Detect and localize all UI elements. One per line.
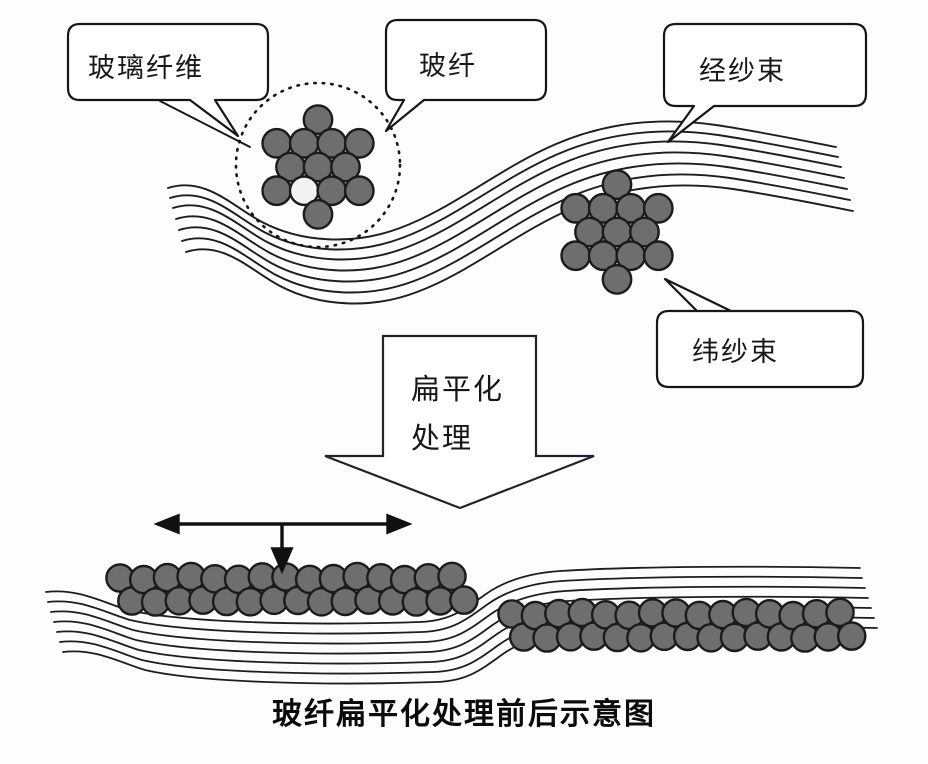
flattened-warp-bundle-fiber: [449, 585, 479, 615]
callout-glass-fiber-short[interactable]: 玻纤: [384, 18, 548, 133]
callout-warp-yarn-bundle-bubble: [662, 22, 868, 144]
figure-caption: 玻纤扁平化处理前后示意图: [272, 697, 656, 731]
warp-cross-section-magnified-fiber: [302, 104, 334, 136]
leader-glass-fiber: [159, 100, 251, 148]
magnifier-dotted-circle: [234, 81, 402, 249]
callout-weft-yarn-bundle-bubble: [655, 277, 865, 389]
callout-glass-fiber-label: 玻璃纤维: [88, 53, 204, 83]
fiber-cross-sections: [105, 104, 867, 653]
weft-cross-section-fiber: [601, 263, 633, 295]
warp-cross-section-magnified-fiber: [343, 175, 375, 207]
flattened-warp-bundle-fiber: [437, 561, 467, 592]
callout-warp-yarn-bundle[interactable]: 经纱束: [662, 22, 868, 144]
warp-cross-section-magnified-fiber: [302, 198, 334, 230]
weft-cross-section-fiber: [642, 240, 674, 272]
process-arrow-label-line2: 处理: [411, 422, 473, 455]
process-arrow-label-line1: 扁平化: [411, 373, 504, 406]
weft-cross-section-fiber: [601, 169, 633, 201]
weft-cross-section-fiber: [642, 192, 674, 224]
woven-warp-wave-top: [167, 120, 854, 305]
callout-leader-lines: [159, 100, 251, 148]
flattened-width-indicator: [153, 513, 413, 575]
callout-warp-yarn-bundle-label: 经纱束: [699, 56, 786, 86]
flattened-weft-bundle-fiber: [836, 621, 867, 651]
callout-weft-yarn-bundle[interactable]: 纬纱束: [655, 277, 865, 389]
callout-glass-fiber[interactable]: 玻璃纤维: [66, 22, 270, 138]
callout-weft-yarn-bundle-label: 纬纱束: [692, 337, 779, 367]
flattening-process-arrow-shape: [324, 334, 595, 510]
callout-glass-fiber-bubble: [66, 22, 270, 138]
weft-cross-section-fiber: [629, 216, 660, 248]
callout-glass-fiber-short-bubble: [384, 18, 548, 133]
warp-cross-section-magnified-fiber: [343, 127, 375, 159]
flattened-weft-bundle-fiber: [825, 597, 855, 628]
callout-glass-fiber-short-label: 玻纤: [419, 51, 477, 81]
warp-cross-section-magnified-fiber: [330, 151, 361, 183]
